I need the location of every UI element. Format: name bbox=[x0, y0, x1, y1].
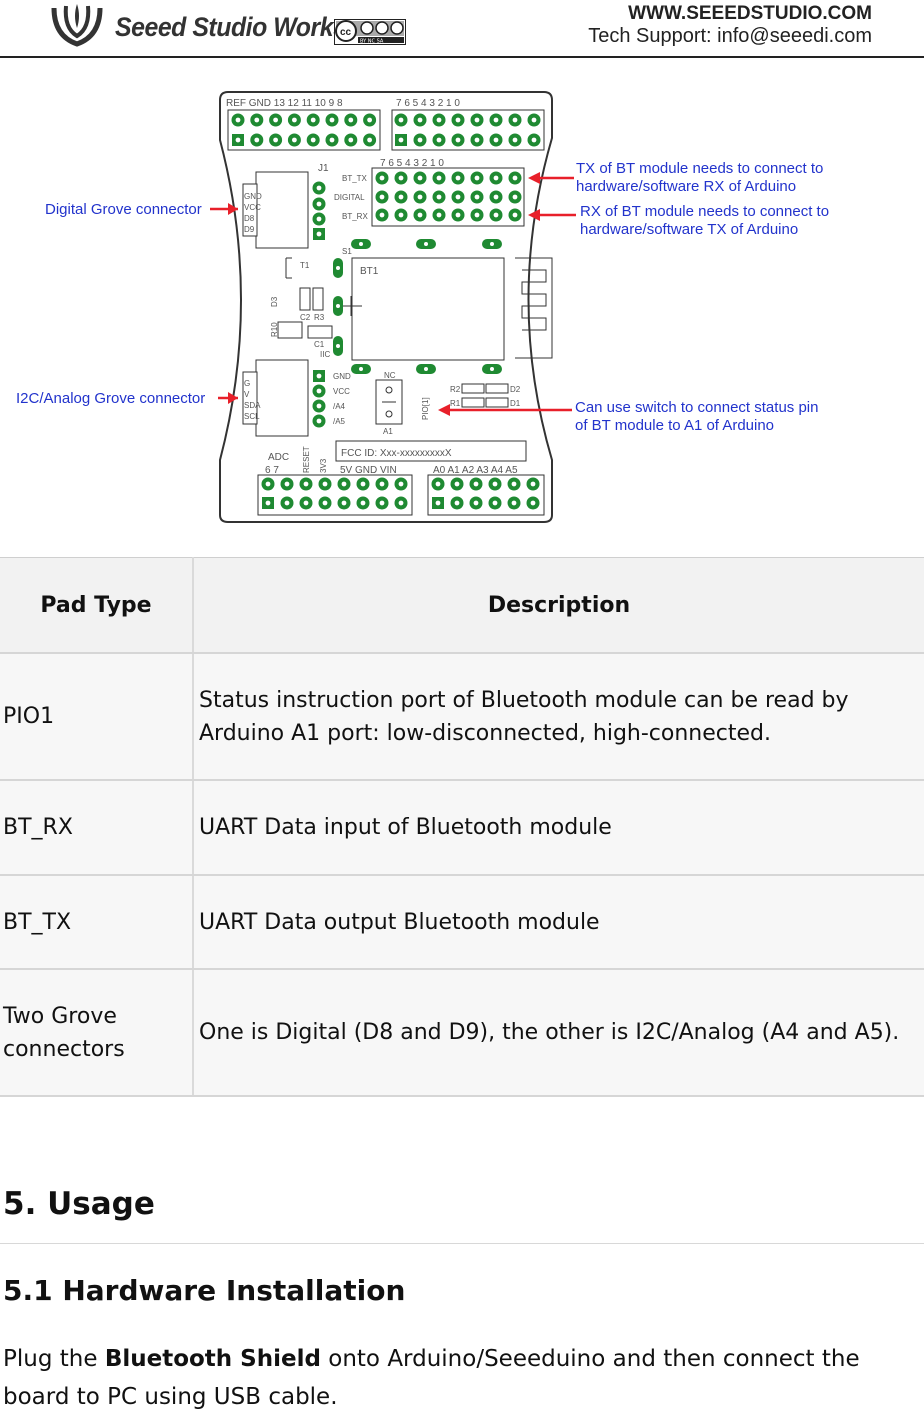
silk-r2: R2 bbox=[450, 385, 461, 394]
board-diagram: REF GND 13 12 11 10 9 8 7 6 5 4 3 2 1 0 … bbox=[16, 91, 829, 523]
callout-tx-line1: TX of BT module needs to connect to bbox=[576, 160, 823, 177]
silk-j1: J1 bbox=[318, 163, 329, 174]
silk-grove1-pin: GND bbox=[244, 192, 262, 201]
silk-r1: R1 bbox=[450, 399, 461, 408]
section-divider bbox=[0, 1243, 924, 1244]
callout-switch-line1: Can use switch to connect status pin bbox=[575, 399, 818, 416]
silk-reset: RESET bbox=[302, 446, 311, 473]
bt-module bbox=[351, 257, 505, 361]
silk-grove1-pin: VCC bbox=[244, 203, 261, 212]
seeed-logo-icon bbox=[51, 4, 103, 47]
silk-grove1-pin: D8 bbox=[244, 214, 255, 223]
silk-top-right-header: 7 6 5 4 3 2 1 0 bbox=[396, 98, 460, 109]
silk-grove2-right: /A4 bbox=[333, 402, 346, 411]
table-row: Two Grove connectors One is Digital (D8 … bbox=[0, 969, 924, 1097]
silk-bt-tx: BT_TX bbox=[342, 174, 368, 183]
brand-name: Seeed Studio Works bbox=[115, 12, 347, 42]
description-cell: One is Digital (D8 and D9), the other is… bbox=[193, 969, 924, 1097]
table-row: BT_TX UART Data output Bluetooth module bbox=[0, 875, 924, 970]
license-badge-text: BY NC SA bbox=[360, 39, 384, 45]
silk-pio1: PIO[1] bbox=[421, 397, 430, 420]
para-text-post: onto Arduino/Seeeduino and then connect … bbox=[3, 1346, 860, 1410]
table-row: BT_RX UART Data input of Bluetooth modul… bbox=[0, 780, 924, 876]
pad-cell: PIO1 bbox=[0, 653, 194, 781]
silk-grove2-right: GND bbox=[333, 372, 351, 381]
description-cell: Status instruction port of Bluetooth mod… bbox=[193, 653, 924, 781]
silk-3v3: 3V3 bbox=[319, 458, 328, 473]
grove-digital-connector bbox=[255, 171, 309, 249]
arrow-rx-icon bbox=[528, 209, 540, 221]
section-title: 5. Usage bbox=[3, 1186, 155, 1222]
silk-c2: C2 bbox=[300, 313, 311, 322]
silk-t1: T1 bbox=[300, 261, 310, 270]
pad-cell: BT_RX bbox=[0, 780, 194, 876]
usage-paragraph: Plug the Bluetooth Shield onto Arduino/S… bbox=[3, 1340, 923, 1416]
bt-select-pins bbox=[375, 171, 522, 222]
silk-analog-header: A0 A1 A2 A3 A4 A5 bbox=[433, 465, 518, 476]
silk-s1: S1 bbox=[342, 247, 352, 256]
svg-text:cc: cc bbox=[340, 27, 352, 38]
silk-c1: C1 bbox=[314, 340, 325, 349]
silk-bt1: BT1 bbox=[360, 266, 379, 277]
pad-cell: Two Grove connectors bbox=[0, 969, 194, 1097]
silk-mid-header: 7 6 5 4 3 2 1 0 bbox=[380, 158, 444, 169]
grove-i2c-connector bbox=[255, 359, 309, 437]
silk-grove2-pin: V bbox=[244, 390, 250, 399]
description-cell: UART Data input of Bluetooth module bbox=[193, 780, 924, 876]
top-header-pins bbox=[227, 109, 545, 151]
silk-top-left-header: REF GND 13 12 11 10 9 8 bbox=[226, 98, 343, 109]
description-cell: UART Data output Bluetooth module bbox=[193, 875, 924, 970]
silk-grove2-pin: SCL bbox=[244, 412, 260, 421]
silk-digital: DIGITAL bbox=[334, 193, 365, 202]
pad-cell: BT_TX bbox=[0, 875, 194, 970]
callout-rx-line2: hardware/software TX of Arduino bbox=[580, 221, 798, 238]
arrow-digital-icon bbox=[228, 203, 238, 215]
table-header-row: Pad Type Description bbox=[0, 557, 924, 654]
silk-iic: IIC bbox=[320, 350, 330, 359]
silk-power-header: 5V GND VIN bbox=[340, 465, 397, 476]
callout-rx-line1: RX of BT module needs to connect to bbox=[580, 203, 829, 220]
silk-fcc: FCC ID: Xxx-xxxxxxxxxX bbox=[341, 448, 452, 459]
header-pad-type: Pad Type bbox=[0, 557, 194, 654]
pad-type-table: Pad Type Description PIO1 Status instruc… bbox=[0, 557, 924, 1097]
arrow-i2c-icon bbox=[228, 392, 238, 404]
callout-switch-line2: of BT module to A1 of Arduino bbox=[575, 417, 774, 434]
arrow-switch-icon bbox=[438, 404, 450, 416]
silk-grove2-pin: SDA bbox=[244, 401, 261, 410]
creative-commons-badge-icon: cc BY NC SA bbox=[334, 19, 406, 45]
silk-grove2-right: VCC bbox=[333, 387, 350, 396]
silk-r10: R10 bbox=[270, 322, 279, 337]
site-url: WWW.SEEEDSTUDIO.COM bbox=[628, 3, 872, 24]
callout-digital-grove: Digital Grove connector bbox=[45, 201, 202, 218]
page-header: Seeed Studio Works cc BY NC SA WWW.SEEED… bbox=[0, 0, 924, 58]
table-row: PIO1 Status instruction port of Bluetoot… bbox=[0, 653, 924, 781]
silk-adc: ADC bbox=[268, 452, 289, 463]
silk-a1: A1 bbox=[383, 427, 393, 436]
silk-d1: D1 bbox=[510, 399, 521, 408]
silk-nc: NC bbox=[384, 371, 396, 380]
subsection-title: 5.1 Hardware Installation bbox=[3, 1274, 406, 1307]
silk-bt-rx: BT_RX bbox=[342, 212, 368, 221]
arrow-tx-icon bbox=[528, 172, 540, 184]
silk-grove2-right: /A5 bbox=[333, 417, 346, 426]
bottom-header-pins bbox=[257, 474, 545, 516]
para-text-pre: Plug the bbox=[3, 1346, 105, 1372]
tech-support: Tech Support: info@seeedi.com bbox=[588, 25, 872, 47]
callout-i2c-grove: I2C/Analog Grove connector bbox=[16, 390, 205, 407]
silk-bottom-left-header: 6 7 bbox=[265, 465, 279, 476]
silk-grove2-pin: G bbox=[244, 379, 250, 388]
para-text-bold: Bluetooth Shield bbox=[104, 1346, 321, 1372]
silk-d2: D2 bbox=[510, 385, 521, 394]
header-description: Description bbox=[193, 557, 924, 654]
silk-r3: R3 bbox=[314, 313, 325, 322]
silk-d3: D3 bbox=[270, 296, 279, 307]
callout-tx-line2: hardware/software RX of Arduino bbox=[576, 178, 796, 195]
silk-grove1-pin: D9 bbox=[244, 225, 255, 234]
